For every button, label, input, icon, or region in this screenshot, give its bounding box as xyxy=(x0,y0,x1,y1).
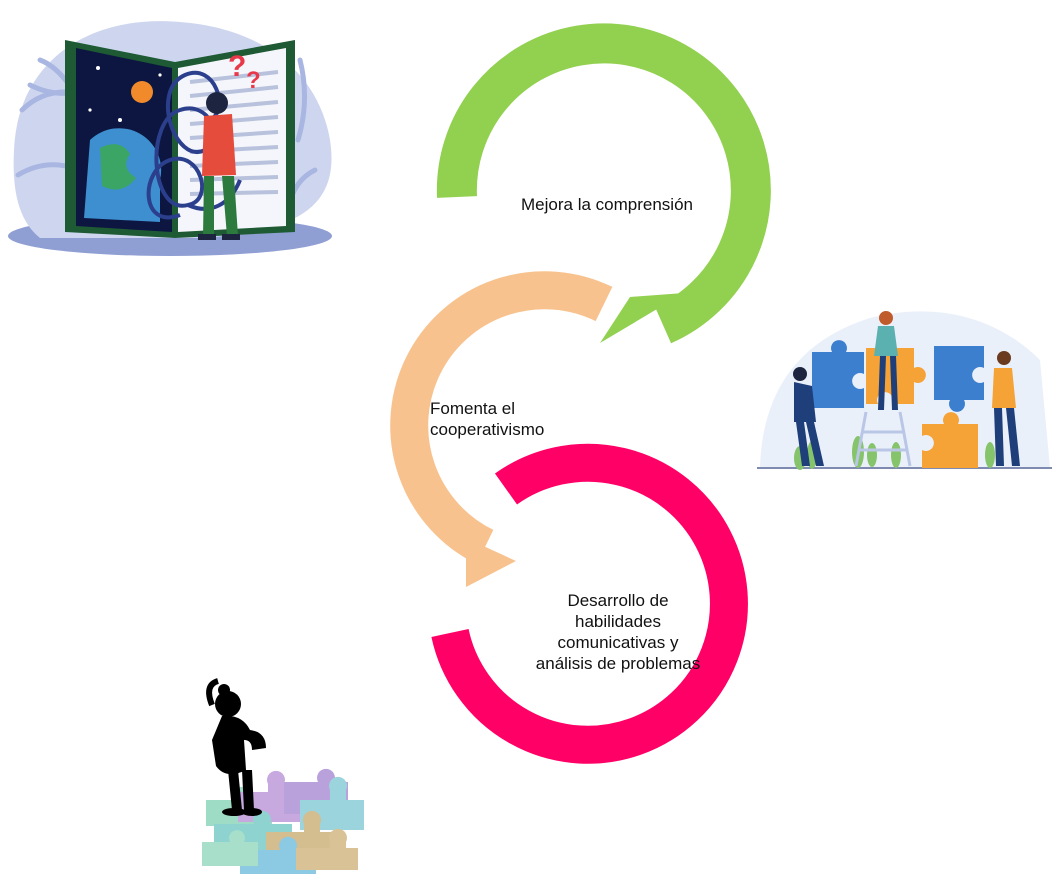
step-label-fomenta-cooperativismo: Fomenta el cooperativismo xyxy=(430,399,545,439)
ring-desarrollo-habilidades xyxy=(431,443,748,764)
step-label-mejora-comprension: Mejora la comprensión xyxy=(521,195,693,214)
svg-text:?: ? xyxy=(246,67,261,94)
arrow-head-green xyxy=(600,293,684,343)
arrow-head-peach xyxy=(466,538,516,587)
ring-mejora-comprension xyxy=(436,23,771,344)
book-confused-reader-illustration: ? ? xyxy=(8,21,332,256)
step-label-desarrollo-habilidades: Desarrollo de habilidades comunicativas … xyxy=(535,591,701,673)
thinking-person-puzzle-illustration xyxy=(202,678,364,874)
team-puzzle-illustration xyxy=(757,311,1052,470)
cycle-arrows xyxy=(390,23,771,764)
svg-text:?: ? xyxy=(228,50,246,83)
ring-fomenta-cooperativismo xyxy=(390,271,613,565)
